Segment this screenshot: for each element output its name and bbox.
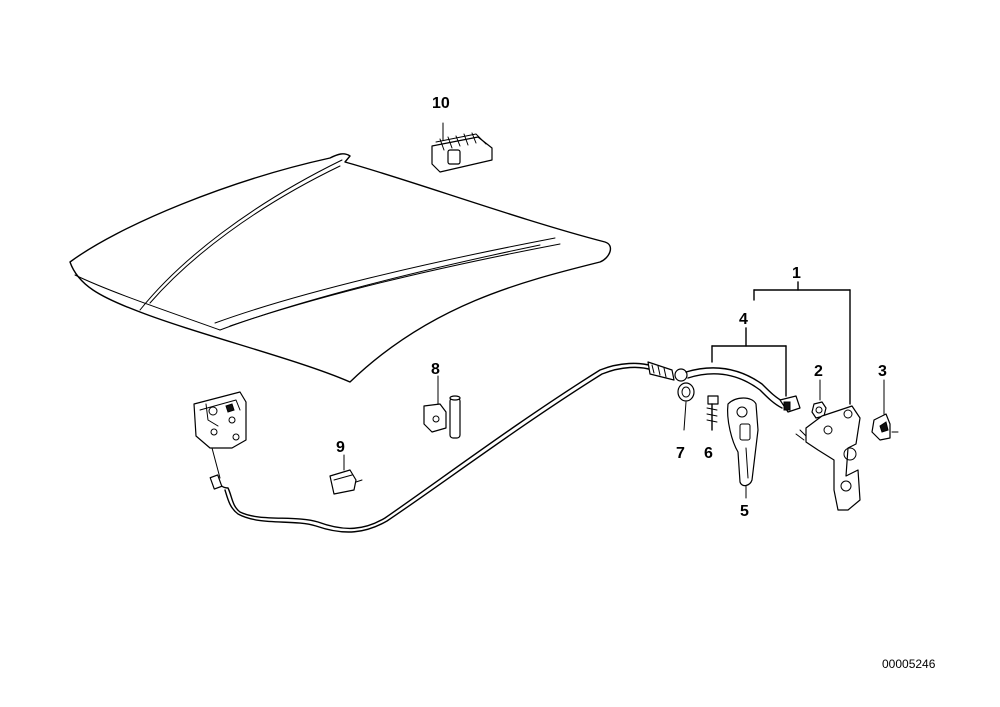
part-2-nut [811,379,827,419]
part-10-hood-buffer [431,122,493,173]
lever-bracket [795,289,861,511]
callout-10: 10 [432,95,450,112]
part-3-clip-nut [871,379,899,441]
part-8-holder [423,375,461,439]
release-cable [209,361,801,533]
callout-2: 2 [814,363,823,380]
callout-3: 3 [878,363,887,380]
part-5-release-lever [727,397,759,499]
callout-6: 6 [704,445,713,462]
callout-7: 7 [676,445,685,462]
callout-leaders [711,281,851,397]
part-7-grommet [677,382,695,431]
callout-4: 4 [739,311,748,328]
part-6-screw [706,395,719,431]
part-9-clip [329,454,363,495]
callout-8: 8 [431,361,440,378]
callout-9: 9 [336,439,345,456]
callout-1: 1 [792,265,801,282]
hood-illustration [69,153,612,383]
catalog-number: 00005246 [882,657,936,671]
hood-lock [193,391,247,479]
callout-5: 5 [740,503,749,520]
